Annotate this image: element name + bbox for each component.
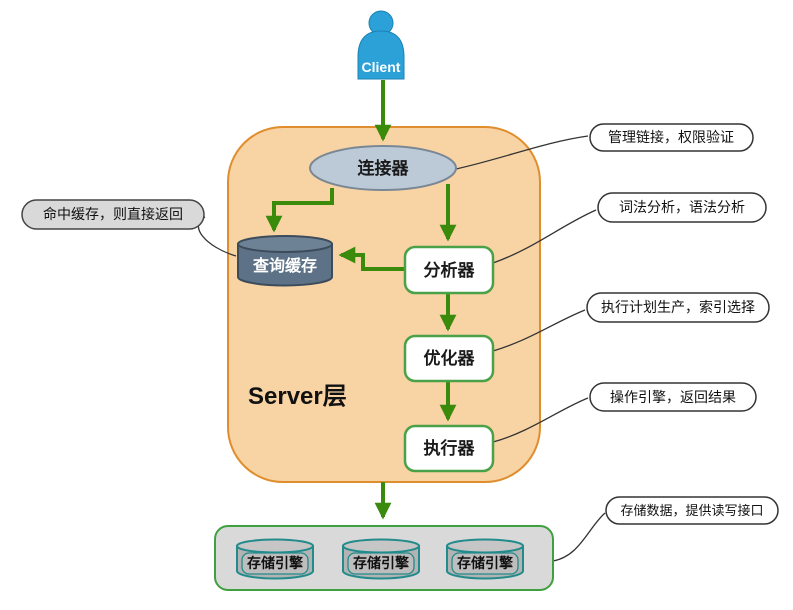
query-cache-node: 查询缓存 (237, 235, 333, 287)
storage-engine-label: 存储引擎 (457, 555, 513, 571)
query-cache-label: 查询缓存 (253, 256, 317, 275)
optimizer-label: 优化器 (424, 348, 476, 368)
callout-executor-note-text: 操作引擎，返回结果 (610, 389, 736, 405)
callout-analyzer-note: 词法分析，语法分析 (597, 192, 767, 223)
storage-engine-cylinder-2: 存储引擎 (342, 538, 420, 580)
client-icon: Client (357, 10, 405, 80)
callout-cache-hit: 命中缓存，则直接返回 (21, 199, 205, 230)
connector-node: 连接器 (309, 145, 457, 191)
callout-connector-note-text: 管理链接，权限验证 (608, 129, 734, 145)
analyzer-node: 分析器 (403, 245, 495, 295)
callout-analyzer-note-text: 词法分析，语法分析 (619, 199, 745, 215)
callout-storage-note: 存储数据，提供读写接口 (605, 496, 779, 525)
connector-label: 连接器 (358, 158, 410, 178)
optimizer-node: 优化器 (403, 334, 495, 383)
line-storage-note (552, 512, 606, 562)
callout-executor-note: 操作引擎，返回结果 (589, 382, 757, 412)
line-connector-note (455, 135, 589, 170)
callout-storage-note-text: 存储数据，提供读写接口 (620, 503, 763, 518)
callout-optimizer-note: 执行计划生产，索引选择 (586, 292, 770, 323)
storage-engine-label: 存储引擎 (353, 555, 409, 571)
storage-engine-cylinder-3: 存储引擎 (446, 538, 524, 580)
line-optimizer-note (492, 309, 586, 352)
executor-label: 执行器 (424, 438, 476, 458)
executor-node: 执行器 (403, 424, 495, 473)
arrow-analyzer-to-cache (338, 246, 405, 271)
callout-optimizer-note-text: 执行计划生产，索引选择 (601, 299, 755, 315)
server-layer-label: Server层 (248, 383, 347, 410)
storage-engine-cylinder-1: 存储引擎 (236, 538, 314, 580)
callout-cache-hit-text: 命中缓存，则直接返回 (43, 206, 183, 222)
arrow-connector-to-cache (265, 188, 334, 233)
storage-engine-label: 存储引擎 (247, 555, 303, 571)
line-analyzer-note (492, 209, 597, 264)
callout-connector-note: 管理链接，权限验证 (589, 123, 754, 152)
line-executor-note (492, 397, 589, 443)
client-label: Client (362, 59, 401, 75)
analyzer-label: 分析器 (424, 260, 476, 280)
